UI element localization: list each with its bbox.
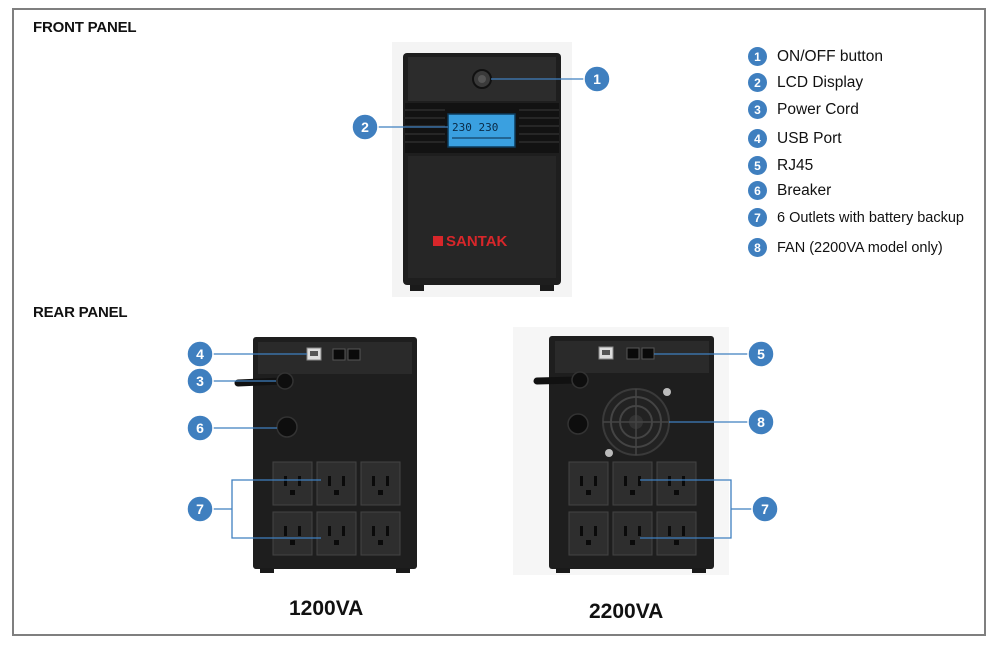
outlet-2200-3 <box>656 461 697 506</box>
leader-lines <box>213 78 752 539</box>
outlets-1200 <box>272 461 401 556</box>
power-cord-2200-socket <box>571 371 589 389</box>
legend-label: 6 Outlets with battery backup <box>777 209 964 226</box>
svg-text:6: 6 <box>196 420 204 436</box>
lcd-display <box>447 113 516 148</box>
caption-2200va: 2200VA <box>589 600 664 623</box>
callout-2: 2 <box>351 113 379 141</box>
callout-5: 5 <box>747 340 775 368</box>
rear-ups-1200 <box>234 337 417 573</box>
callout-6: 6 <box>186 414 214 442</box>
outlet-1200-3 <box>360 461 401 506</box>
svg-text:8: 8 <box>757 414 765 430</box>
callout-badges: 1 2 4 3 6 7 5 8 <box>186 65 779 523</box>
outlet-2200-6 <box>656 511 697 556</box>
legend-item: 4 USB Port <box>748 129 842 148</box>
rear-panel-title: REAR PANEL <box>33 304 128 321</box>
legend-number: 6 <box>748 181 767 200</box>
power-button-center <box>478 75 486 83</box>
front-ups: 230 230 SANTAK <box>392 42 572 297</box>
outlets-2200 <box>568 461 697 556</box>
svg-text:5: 5 <box>757 346 765 362</box>
usb-port-2200-slot <box>602 350 610 355</box>
lcd-readout: 230 230 <box>452 121 498 134</box>
outlet-2200-2 <box>612 461 653 506</box>
brand-logo: SANTAK <box>446 233 508 250</box>
rj45-2200-port-b <box>641 347 655 360</box>
breaker-icon <box>276 416 298 438</box>
rear-ups-2200 <box>513 327 729 575</box>
legend-item: 6 Breaker <box>748 181 831 200</box>
power-cord-2200-icon <box>533 376 581 385</box>
legend-item: 1 ON/OFF button <box>748 47 883 66</box>
legend-label: RJ45 <box>777 156 814 174</box>
outlet-1200-2 <box>316 461 357 506</box>
legend-number: 1 <box>748 47 767 66</box>
legend-number: 4 <box>748 129 767 148</box>
figure-frame <box>12 8 986 636</box>
rj45-port-b <box>347 348 361 361</box>
caption-1200va: 1200VA <box>289 597 364 620</box>
front-foot-left <box>410 285 424 291</box>
rear-1200-foot-right <box>396 568 410 573</box>
callout-3: 3 <box>186 367 214 395</box>
outlet-1200-4 <box>272 511 313 556</box>
front-foot-right <box>540 285 554 291</box>
rear-1200-body <box>253 337 417 569</box>
legend-item: 3 Power Cord <box>748 100 859 119</box>
outlet-1200-5 <box>316 511 357 556</box>
front-band-ridges <box>405 109 559 143</box>
svg-text:1: 1 <box>593 71 601 87</box>
outlet-1200-6 <box>360 511 401 556</box>
rear-2200-foot-left <box>556 568 570 573</box>
legend-label: ON/OFF button <box>777 47 883 65</box>
svg-text:7: 7 <box>761 501 769 517</box>
callout-4: 4 <box>186 340 214 368</box>
legend-label: Power Cord <box>777 100 859 118</box>
power-cord-socket <box>276 372 294 390</box>
front-lower-panel <box>408 156 556 278</box>
front-panel-title: FRONT PANEL <box>33 19 137 36</box>
rj45-2200-port-a <box>626 347 640 360</box>
callout-1: 1 <box>583 65 611 93</box>
outlet-2200-5 <box>612 511 653 556</box>
rear-2200-foot-right <box>692 568 706 573</box>
legend-label: LCD Display <box>777 73 864 91</box>
callout-7-1200: 7 <box>186 495 214 523</box>
svg-text:3: 3 <box>196 373 204 389</box>
rj45-port-a <box>332 348 346 361</box>
svg-text:7: 7 <box>196 501 204 517</box>
legend-item: 5 RJ45 <box>748 156 813 175</box>
svg-text:4: 4 <box>196 346 204 362</box>
legend-label: FAN (2200VA model only) <box>777 239 943 256</box>
callout-8: 8 <box>747 408 775 436</box>
legend-number: 7 <box>748 208 767 227</box>
rear-1200-foot-left <box>260 568 274 573</box>
outlet-1200-1 <box>272 461 313 506</box>
santak-logo-icon <box>433 236 443 246</box>
legend-label: USB Port <box>777 129 842 147</box>
legend-number: 3 <box>748 100 767 119</box>
legend-number: 8 <box>748 238 767 257</box>
usb-port-slot <box>310 351 318 356</box>
legend-number: 2 <box>748 73 767 92</box>
outlet-2200-4 <box>568 511 609 556</box>
callout-7-2200: 7 <box>751 495 779 523</box>
legend-item: 7 6 Outlets with battery backup <box>748 208 964 227</box>
legend-number: 5 <box>748 156 767 175</box>
breaker-2200-icon <box>567 413 589 435</box>
legend-label: Breaker <box>777 181 832 199</box>
legend-item: 2 LCD Display <box>748 73 863 92</box>
svg-text:2: 2 <box>361 119 369 135</box>
legend-item: 8 FAN (2200VA model only) <box>748 238 943 257</box>
outlet-2200-1 <box>568 461 609 506</box>
